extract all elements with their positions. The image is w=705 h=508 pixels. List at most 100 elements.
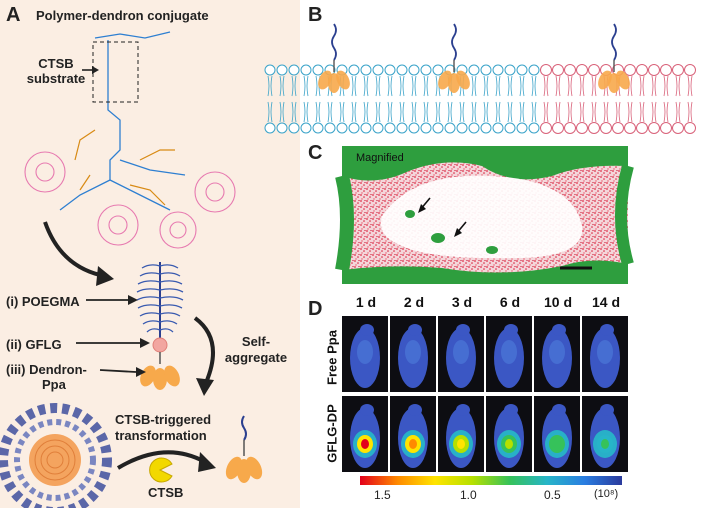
lipid-head-top — [576, 64, 588, 76]
lipid-head-bottom — [432, 122, 444, 134]
lipid-tail-top — [483, 75, 489, 97]
mouse-head — [360, 404, 374, 416]
lipid-head-top — [516, 64, 528, 76]
tumor-signal-core — [553, 439, 561, 449]
lipid-head-bottom — [636, 122, 648, 134]
lipid-tail-bottom — [687, 101, 693, 123]
lipid-head-bottom — [360, 122, 372, 134]
lipid-tail-bottom — [519, 101, 525, 123]
lipid-head-bottom — [348, 122, 360, 134]
lipid-tail-bottom — [483, 101, 489, 123]
tumor-signal-core — [505, 439, 513, 449]
membrane-diagram — [264, 23, 696, 134]
colorbar-tick-1: 1.5 — [374, 488, 391, 502]
lipid-tail-top — [519, 75, 525, 97]
lipid-tail-top — [267, 75, 273, 97]
colorbar-tick-3: 0.5 — [544, 488, 561, 502]
mouse-head — [408, 404, 422, 416]
mouse-head — [408, 324, 422, 336]
lipid-head-bottom — [552, 122, 564, 134]
row-label-free-ppa: Free Ppa — [324, 330, 340, 385]
transformation-arrow — [116, 450, 206, 470]
lipid-head-top — [588, 64, 600, 76]
lipid-head-bottom — [516, 122, 528, 134]
lipid-tail-bottom — [579, 101, 585, 123]
background-signal — [501, 340, 517, 364]
tumor-signal-core — [409, 439, 417, 449]
lipid-head-bottom — [288, 122, 300, 134]
lipid-tail-top — [387, 75, 393, 97]
day-label-3: 3 d — [451, 294, 473, 310]
lipid-head-top — [432, 64, 444, 76]
panel-label-c: C — [308, 142, 323, 164]
mouse-head — [504, 324, 518, 336]
lipid-tail-top — [651, 75, 657, 97]
lipid-tail-top — [303, 75, 309, 97]
lipid-tail-top — [291, 75, 297, 97]
lipid-head-bottom — [336, 122, 348, 134]
lipid-tail-top — [375, 75, 381, 97]
lipid-tail-top — [639, 75, 645, 97]
day-label-2: 2 d — [403, 294, 425, 310]
ctsb-enzyme-label: CTSB — [148, 485, 184, 500]
lipid-head-bottom — [264, 122, 276, 134]
mouse-head — [552, 324, 566, 336]
lipid-head-top — [624, 64, 636, 76]
day-label-4: 6 d — [499, 294, 521, 310]
in-vivo-imaging-grid — [342, 316, 628, 472]
dendron-line2: Ppa — [42, 377, 66, 392]
lipid-head-bottom — [324, 122, 336, 134]
transformation-line1: CTSB-triggered — [115, 412, 212, 427]
background-signal — [453, 340, 469, 364]
lipid-tail-bottom — [327, 101, 333, 123]
colorbar-unit: (10⁸) — [594, 488, 619, 500]
background-signal — [597, 340, 613, 364]
lipid-tail-bottom — [651, 101, 657, 123]
lipid-tail-bottom — [315, 101, 321, 123]
lipid-tail-top — [471, 75, 477, 97]
polymer-backbone — [59, 31, 186, 211]
lipid-head-top — [312, 64, 324, 76]
panel-label-a: A — [6, 4, 21, 26]
lipid-head-top — [504, 64, 516, 76]
label-arrows — [76, 299, 140, 373]
released-dendron — [225, 415, 263, 483]
inserted-polymer-chain — [451, 23, 457, 61]
lipid-tail-top — [363, 75, 369, 97]
lipid-head-top — [264, 64, 276, 76]
self-aggregate-label: Self- aggregate — [220, 334, 292, 366]
lipid-head-bottom — [396, 122, 408, 134]
lipid-head-top — [384, 64, 396, 76]
inserted-polymer-chain — [611, 23, 617, 61]
lipid-head-bottom — [408, 122, 420, 134]
lipid-head-bottom — [588, 122, 600, 134]
orange-linkers — [74, 129, 175, 206]
lipid-tail-top — [531, 75, 537, 97]
lipid-head-top — [288, 64, 300, 76]
lipid-head-bottom — [420, 122, 432, 134]
transformation-line2: transformation — [115, 428, 207, 443]
lipid-tail-bottom — [399, 101, 405, 123]
lipid-tail-bottom — [675, 101, 681, 123]
dendron-ppa-label: (iii) Dendron- Ppa — [6, 362, 87, 392]
lipid-tail-top — [579, 75, 585, 97]
lipid-head-bottom — [504, 122, 516, 134]
lipid-head-top — [420, 64, 432, 76]
lipid-head-bottom — [564, 122, 576, 134]
lipid-tail-bottom — [507, 101, 513, 123]
lipid-tail-bottom — [267, 101, 273, 123]
inserted-dendron-lobe — [336, 70, 350, 90]
inserted-dendron-lobe — [456, 70, 470, 90]
lipid-head-bottom — [312, 122, 324, 134]
panel-label-d: D — [308, 298, 323, 320]
lipid-tail-top — [411, 75, 417, 97]
lipid-tail-top — [351, 75, 357, 97]
day-label-1: 1 d — [355, 294, 377, 310]
mouse-head — [360, 324, 374, 336]
lipid-head-top — [648, 64, 660, 76]
panel-label-b: B — [308, 4, 323, 26]
lipid-head-top — [564, 64, 576, 76]
lipid-tail-bottom — [363, 101, 369, 123]
ctsb-substrate-label: CTSB substrate — [26, 56, 86, 86]
tumor-signal-core — [361, 439, 369, 449]
